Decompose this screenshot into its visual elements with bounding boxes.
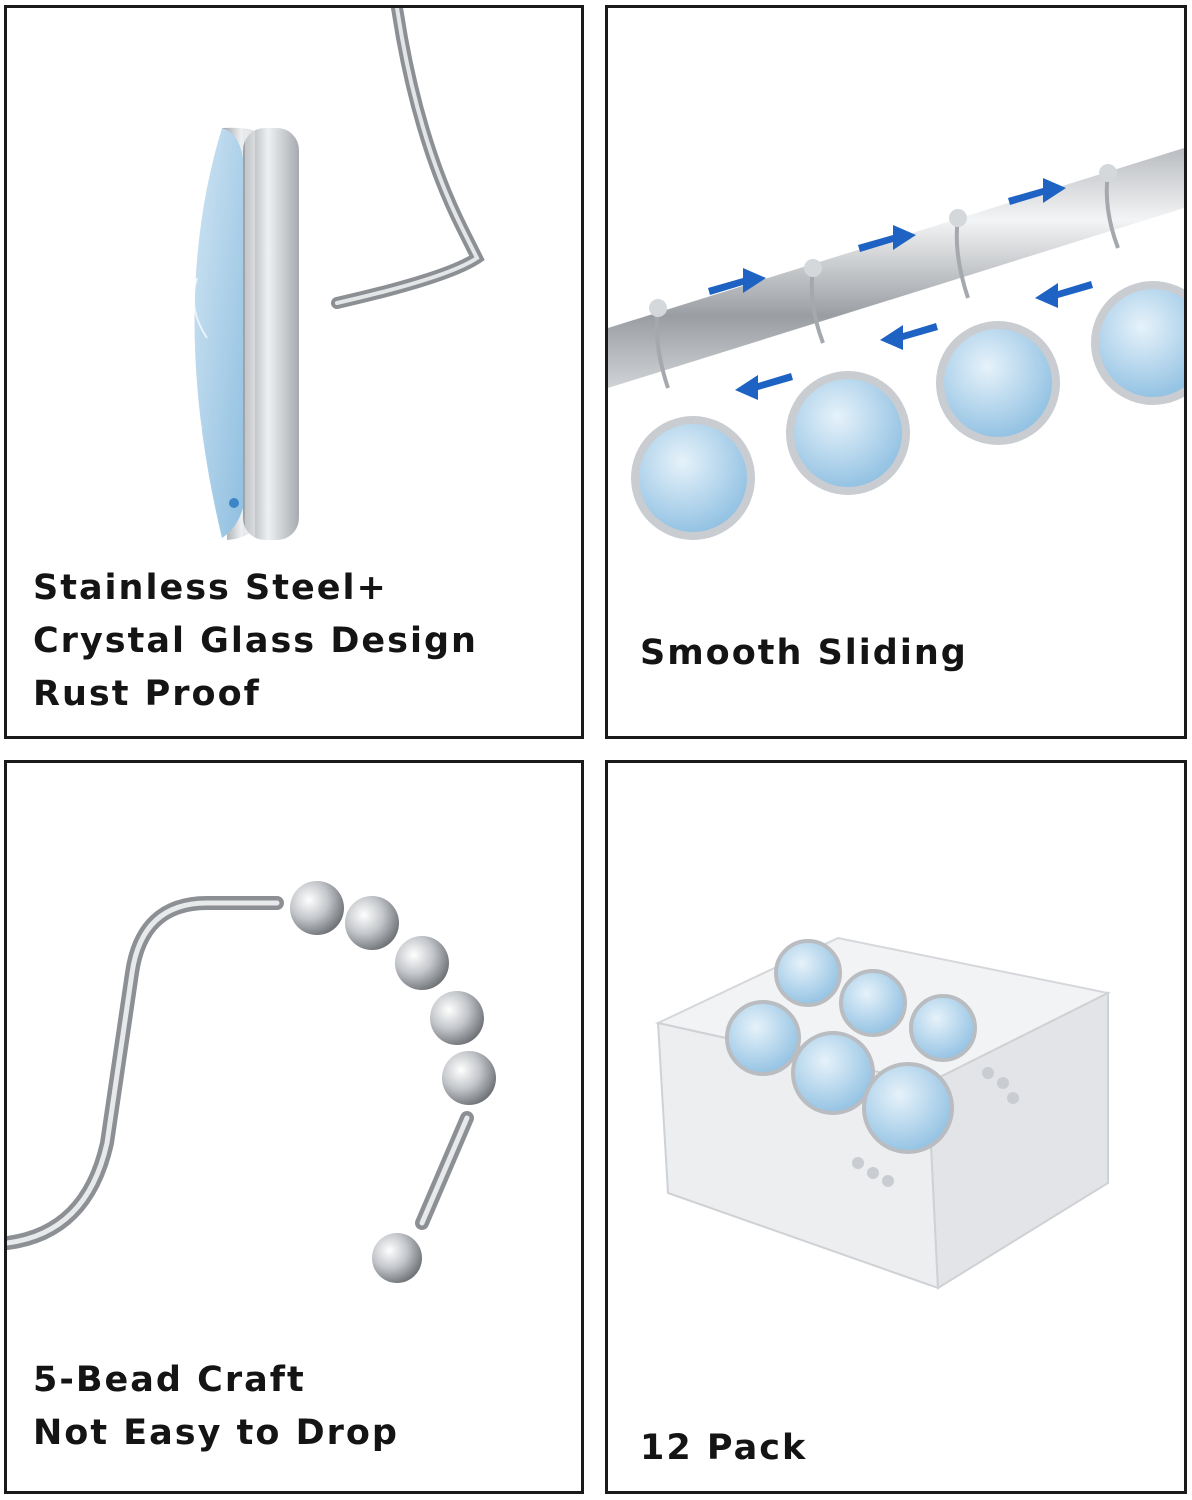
feature-panel-pack: 12 Pack <box>605 760 1187 1494</box>
packaging-box-illustration <box>654 936 1112 1290</box>
caption-line: Crystal Glass Design <box>33 621 478 661</box>
beads-caption: 5-Bead Craft Not Easy to Drop <box>33 1354 399 1460</box>
caption-line: 12 Pack <box>640 1428 808 1468</box>
arrow-right-icon <box>858 225 916 252</box>
arrow-left-icon <box>880 323 938 350</box>
hook-group <box>631 164 1184 540</box>
caption-line: Stainless Steel+ <box>33 568 388 608</box>
caption-line: Smooth Sliding <box>640 633 968 673</box>
caption-line: 5-Bead Craft <box>33 1360 306 1400</box>
feature-panel-material: Stainless Steel+ Crystal Glass Design Ru… <box>4 5 584 739</box>
caption-line: Rust Proof <box>33 674 261 714</box>
arrow-left-icon <box>735 373 793 400</box>
feature-panel-beads: 5-Bead Craft Not Easy to Drop <box>4 760 584 1494</box>
material-caption: Stainless Steel+ Crystal Glass Design Ru… <box>33 562 478 721</box>
pack-caption: 12 Pack <box>640 1422 807 1475</box>
arrow-right-icon <box>1008 178 1066 205</box>
arrow-right-icon <box>708 268 766 295</box>
sliding-caption: Smooth Sliding <box>640 627 968 680</box>
arrow-left-icon <box>1035 281 1093 308</box>
feature-panel-sliding: Smooth Sliding <box>605 5 1187 739</box>
bead-hook-illustration <box>7 881 496 1283</box>
hook-closeup-illustration <box>185 8 485 540</box>
curtain-rod-illustration <box>608 148 1184 540</box>
caption-line: Not Easy to Drop <box>33 1413 399 1453</box>
